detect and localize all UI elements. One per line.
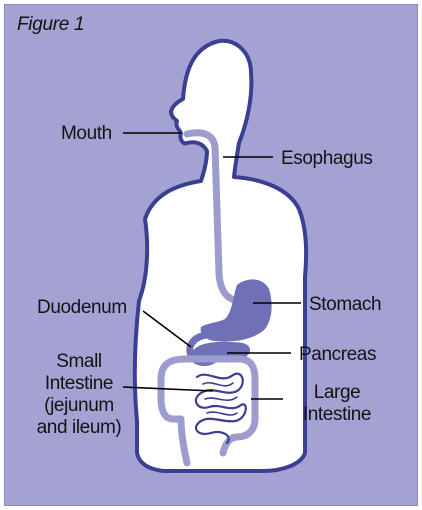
- label-large-intestine-line2: Intestine: [289, 404, 385, 426]
- label-small-intestine-line4: and ileum): [29, 417, 129, 439]
- label-mouth: Mouth: [61, 123, 112, 145]
- label-duodenum: Duodenum: [37, 297, 127, 319]
- label-small-intestine-line3: (jejunum: [29, 395, 129, 417]
- label-small-intestine-line1: Small: [29, 351, 129, 373]
- label-stomach: Stomach: [309, 294, 381, 316]
- label-pancreas: Pancreas: [299, 344, 376, 366]
- label-large-intestine-line1: Large: [289, 382, 385, 404]
- figure-title: Figure 1: [17, 14, 84, 36]
- label-small-intestine-line2: Intestine: [29, 373, 129, 395]
- label-large-intestine: Large Intestine: [289, 382, 385, 426]
- figure-panel: Figure 1 Mouth Esophagus Duodenum Stomac…: [4, 4, 418, 506]
- label-small-intestine: Small Intestine (jejunum and ileum): [29, 351, 129, 439]
- label-esophagus: Esophagus: [281, 148, 372, 170]
